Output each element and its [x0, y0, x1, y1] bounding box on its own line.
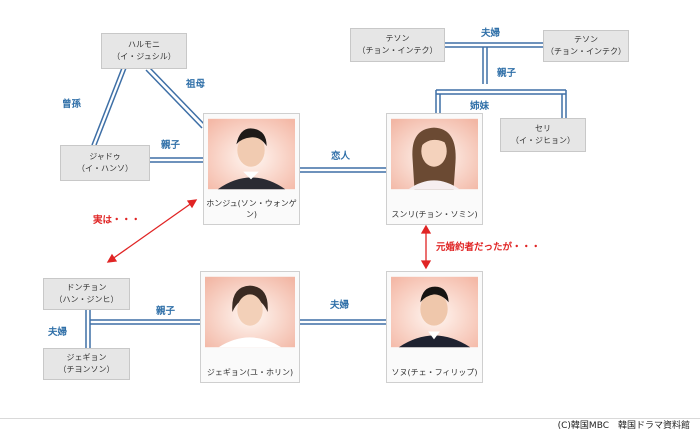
- person-actor: （チョン・インテク）: [357, 46, 438, 55]
- person-name: ドンチョン: [66, 283, 107, 292]
- person-box-dongchon: ドンチョン （ハン・ジンヒ）: [43, 278, 130, 310]
- person-name: テソン: [574, 35, 598, 44]
- relation-label-fufu-mid: 夫婦: [330, 300, 350, 311]
- relation-label-soson: 曾孫: [62, 99, 82, 110]
- person-box-harmoni: ハルモニ （イ・ジュシル）: [101, 33, 187, 69]
- sheet-gridline: [0, 418, 700, 419]
- man-portrait-icon: [391, 276, 478, 348]
- relation-label-koibito: 恋人: [331, 151, 351, 162]
- photo-caption: ホンジュ(ソン・ウォンゲン): [206, 199, 297, 219]
- relation-label-jitsuwa: 実は・・・: [93, 215, 141, 226]
- person-actor: （チヨンソン）: [58, 365, 115, 374]
- copyright-credit: (C)韓国MBC 韓国ドラマ資料館: [557, 421, 690, 431]
- person-name: テソン: [385, 34, 410, 43]
- person-box-jegyon-father: ジェギョン （チヨンソン）: [43, 348, 130, 380]
- person-actor: （イ・ハンソ）: [77, 164, 133, 173]
- photo-card-jegyon: ジェギョン(ユ・ホリン): [200, 271, 300, 383]
- person-actor: （イ・ジュシル）: [112, 52, 176, 61]
- person-name: ジャドゥ: [89, 152, 121, 161]
- woman-portrait-icon: [205, 276, 295, 348]
- person-name: ハルモニ: [128, 40, 160, 49]
- relation-label-fufu-top: 夫婦: [481, 28, 501, 39]
- portrait-sunri: [391, 118, 478, 190]
- person-box-teson-left: テソン （チョン・インテク）: [350, 28, 445, 62]
- photo-caption: スンリ(チョン・ソミン): [391, 210, 478, 219]
- photo-caption: ソヌ(チェ・フィリップ): [391, 368, 478, 377]
- photo-card-sojun: ソヌ(チェ・フィリップ): [386, 271, 483, 383]
- person-name: セリ: [535, 124, 551, 133]
- relation-label-fufu-left: 夫婦: [48, 327, 68, 338]
- relation-label-oyako-top: 親子: [497, 68, 517, 79]
- person-actor: （イ・ジヒョン）: [511, 136, 575, 145]
- person-box-teson-right: テソン （チョン・インテク）: [543, 30, 629, 62]
- person-box-seri: セリ （イ・ジヒョン）: [500, 118, 586, 152]
- relation-label-moto: 元婚約者だったが・・・: [436, 242, 541, 253]
- portrait-jegyon: [205, 276, 295, 348]
- photo-card-hongju: ホンジュ(ソン・ウォンゲン): [203, 113, 300, 225]
- person-box-jadou: ジャドゥ （イ・ハンソ）: [60, 145, 150, 181]
- relation-label-oyako: 親子: [161, 140, 181, 151]
- man-portrait-icon: [208, 118, 295, 190]
- photo-caption: ジェギョン(ユ・ホリン): [206, 368, 294, 377]
- portrait-hongju: [208, 118, 295, 190]
- person-name: ジェギョン: [66, 353, 107, 362]
- relation-label-sobo: 祖母: [186, 79, 206, 90]
- person-actor: （チョン・インテク）: [546, 47, 626, 56]
- relation-label-shimai: 姉妹: [470, 101, 490, 112]
- photo-card-sunri: スンリ(チョン・ソミン): [386, 113, 483, 225]
- woman-portrait-icon: [391, 118, 478, 190]
- person-actor: （ハン・ジンヒ）: [54, 295, 119, 304]
- portrait-sojun: [391, 276, 478, 348]
- relation-label-oyako-2: 親子: [156, 306, 176, 317]
